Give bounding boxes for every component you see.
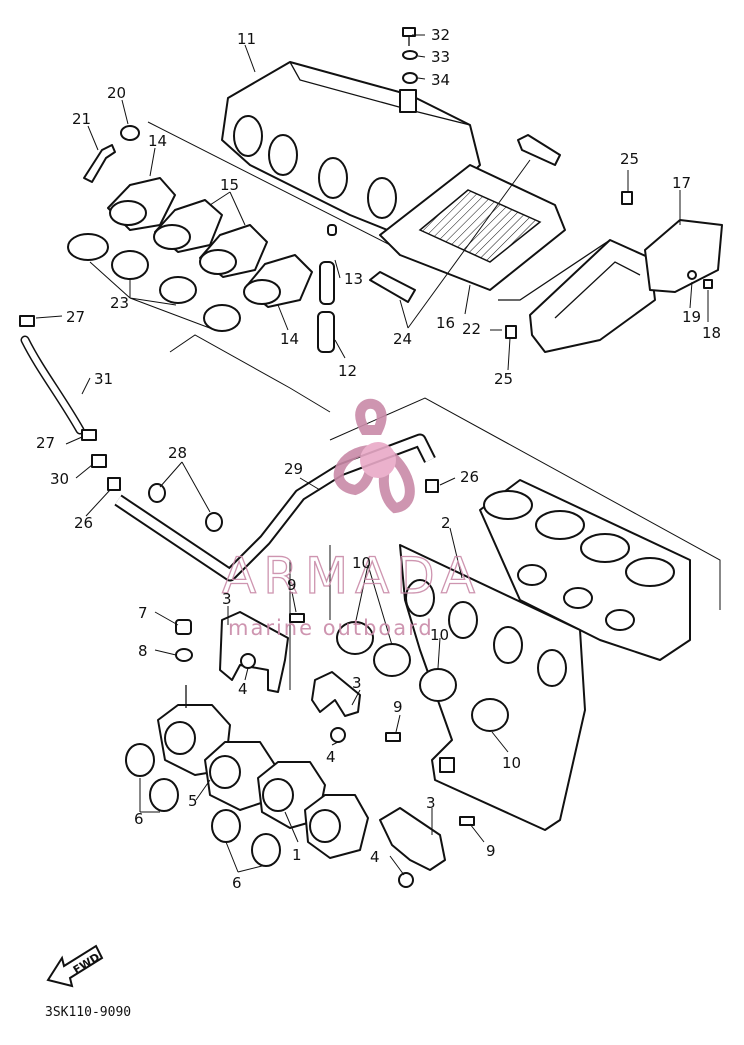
callout-labels: 11 32 33 34 20 21 14 15 25 17 27 23 14 1… <box>36 26 721 892</box>
callout-11: 11 <box>237 30 256 48</box>
callout-24: 24 <box>393 330 412 348</box>
plate <box>399 544 586 831</box>
fwd-arrow-icon: FWD <box>46 944 104 988</box>
callout-18: 18 <box>702 324 721 342</box>
callout-27-bottom: 27 <box>36 434 55 452</box>
callout-16: 16 <box>436 314 455 332</box>
callout-34: 34 <box>431 71 450 89</box>
callout-9-mid: 9 <box>393 698 403 716</box>
watermark-tagline: marine outboard <box>228 616 434 640</box>
watermark-brand: ARMADA <box>222 547 482 605</box>
diagram-code: 3SK110-9090 <box>45 1005 131 1020</box>
callout-31: 31 <box>94 370 113 388</box>
callout-28: 28 <box>168 444 187 462</box>
callout-26-right: 26 <box>460 468 479 486</box>
brackets <box>219 611 475 888</box>
callout-6-left: 6 <box>134 810 144 828</box>
callout-32: 32 <box>431 26 450 44</box>
callout-22-label: 22 <box>462 320 481 338</box>
callout-25-bottom: 25 <box>494 370 513 388</box>
callout-29: 29 <box>284 460 303 478</box>
callout-10-top: 10 <box>352 554 371 572</box>
breather-hoses <box>19 315 439 582</box>
callout-2: 2 <box>441 514 451 532</box>
callout-9-right: 9 <box>486 842 496 860</box>
callout-10-bottom: 10 <box>502 754 521 772</box>
callout-6-right: 6 <box>232 874 242 892</box>
joint-clamps <box>336 621 509 732</box>
callout-14-bottom: 14 <box>280 330 299 348</box>
propeller-logo <box>333 398 415 514</box>
callout-30: 30 <box>50 470 69 488</box>
callout-5: 5 <box>188 792 198 810</box>
air-filter-element <box>379 164 566 291</box>
callout-12: 12 <box>338 362 357 380</box>
callout-7: 7 <box>138 604 148 622</box>
callout-19: 19 <box>682 308 701 326</box>
callout-13: 13 <box>344 270 363 288</box>
callout-4-mid: 4 <box>326 748 336 766</box>
callout-4-right: 4 <box>370 848 380 866</box>
callout-1: 1 <box>292 846 302 864</box>
air-filter-cover <box>498 239 656 353</box>
small-hardware <box>83 27 713 353</box>
callout-15: 15 <box>220 176 239 194</box>
callout-21: 21 <box>72 110 91 128</box>
callout-3-mid: 3 <box>352 674 362 692</box>
callout-4-left: 4 <box>238 680 248 698</box>
callout-23: 23 <box>110 294 129 312</box>
callout-17: 17 <box>672 174 691 192</box>
callout-8: 8 <box>138 642 148 660</box>
air-filter-case <box>221 61 481 236</box>
callout-3-right: 3 <box>426 794 436 812</box>
callout-20: 20 <box>107 84 126 102</box>
callout-9-left: 9 <box>287 576 297 594</box>
watermark: ARMADA marine outboard <box>221 398 482 640</box>
carburetor-assembly <box>479 479 691 661</box>
callout-25-top: 25 <box>620 150 639 168</box>
callout-3-left: 3 <box>222 590 232 608</box>
carburetor-joints <box>67 177 313 332</box>
callout-26-left: 26 <box>74 514 93 532</box>
callout-14-top: 14 <box>148 132 167 150</box>
callout-10-mid: 10 <box>430 626 449 644</box>
callout-27-top: 27 <box>66 308 85 326</box>
callout-33: 33 <box>431 48 450 66</box>
intake-manifolds <box>125 619 369 867</box>
leader-lines <box>35 34 709 876</box>
